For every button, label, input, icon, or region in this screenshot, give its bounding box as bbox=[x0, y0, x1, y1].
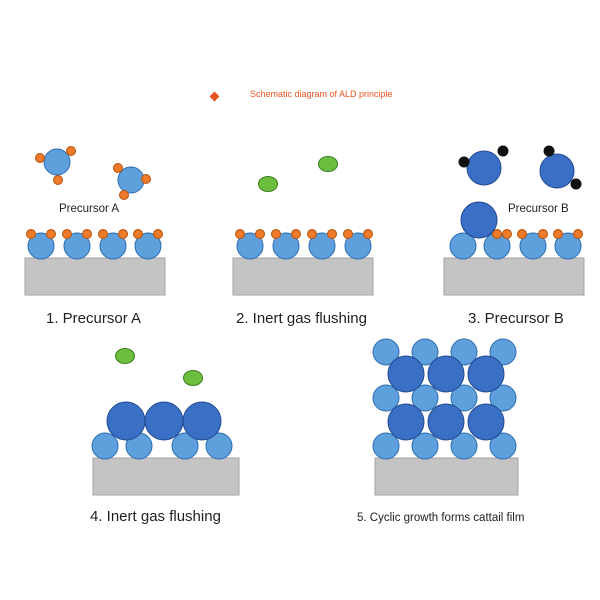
substrate-atom bbox=[411, 432, 439, 460]
inert-gas-molecule bbox=[115, 348, 135, 364]
inert-gas-molecule bbox=[258, 176, 278, 192]
ligand-a bbox=[133, 229, 143, 239]
substrate-atom bbox=[489, 338, 517, 366]
deposited-atom bbox=[467, 355, 505, 393]
step-4-caption: 4. Inert gas flushing bbox=[90, 508, 221, 525]
deposited-atom bbox=[182, 401, 222, 441]
substrate-atom bbox=[372, 338, 400, 366]
substrate-atom bbox=[450, 432, 478, 460]
ligand-a bbox=[118, 229, 128, 239]
ligand-a bbox=[153, 229, 163, 239]
ligand-a bbox=[307, 229, 317, 239]
substrate-atom bbox=[134, 232, 162, 260]
ligand-a bbox=[82, 229, 92, 239]
ligand-b bbox=[543, 145, 555, 157]
ligand-a bbox=[98, 229, 108, 239]
ligand-a bbox=[517, 229, 527, 239]
substrate-atom bbox=[27, 232, 55, 260]
substrate-atom bbox=[450, 384, 478, 412]
ligand-a bbox=[255, 229, 265, 239]
deposited-atom bbox=[387, 355, 425, 393]
deposited-atom bbox=[144, 401, 184, 441]
ligand-a bbox=[502, 229, 512, 239]
ligand-a bbox=[343, 229, 353, 239]
ligand-a bbox=[141, 174, 151, 184]
substrate-atom bbox=[308, 232, 336, 260]
substrate-atom bbox=[205, 432, 233, 460]
substrate-atom bbox=[91, 432, 119, 460]
substrate-atom bbox=[372, 432, 400, 460]
substrate-atom bbox=[519, 232, 547, 260]
ligand-a bbox=[62, 229, 72, 239]
ligand-a bbox=[113, 163, 123, 173]
substrate-atom bbox=[99, 232, 127, 260]
substrate-atom bbox=[43, 148, 71, 176]
ligand-a bbox=[327, 229, 337, 239]
substrate-atom bbox=[63, 232, 91, 260]
substrate-atom bbox=[411, 338, 439, 366]
deposited-atom bbox=[460, 201, 498, 239]
substrate-atom bbox=[272, 232, 300, 260]
deposited-atom bbox=[106, 401, 146, 441]
substrate-atom bbox=[489, 384, 517, 412]
substrate-atom bbox=[489, 432, 517, 460]
substrate-atom bbox=[236, 232, 264, 260]
ligand-a bbox=[573, 229, 583, 239]
step-3-caption: 3. Precursor B bbox=[468, 310, 564, 327]
ligand-a bbox=[538, 229, 548, 239]
deposited-atom bbox=[539, 153, 575, 189]
ligand-a bbox=[235, 229, 245, 239]
ligand-a bbox=[492, 229, 502, 239]
substrate-atom bbox=[372, 384, 400, 412]
ligand-a bbox=[291, 229, 301, 239]
ligand-b bbox=[570, 178, 582, 190]
ligand-a bbox=[53, 175, 63, 185]
substrate-4 bbox=[92, 457, 240, 496]
substrate-atom bbox=[554, 232, 582, 260]
deposited-atom bbox=[427, 355, 465, 393]
precursor-b-label: Precursor B bbox=[508, 203, 569, 215]
ligand-a bbox=[363, 229, 373, 239]
ligand-a bbox=[66, 146, 76, 156]
deposited-atom bbox=[387, 403, 425, 441]
ligand-a bbox=[271, 229, 281, 239]
ligand-a bbox=[26, 229, 36, 239]
substrate-1 bbox=[24, 257, 166, 296]
ligand-b bbox=[497, 145, 509, 157]
ligand-b bbox=[458, 156, 470, 168]
substrate-atom bbox=[171, 432, 199, 460]
ligand-a bbox=[119, 190, 129, 200]
step-2-caption: 2. Inert gas flushing bbox=[236, 310, 367, 327]
substrate-atom bbox=[450, 338, 478, 366]
deposited-atom bbox=[466, 150, 502, 186]
step-5-caption: 5. Cyclic growth forms cattail film bbox=[357, 512, 525, 524]
substrate-atom bbox=[344, 232, 372, 260]
substrate-5 bbox=[374, 457, 519, 496]
substrate-2 bbox=[232, 257, 374, 296]
diagram-title: Schematic diagram of ALD principle bbox=[250, 89, 393, 99]
substrate-atom bbox=[449, 232, 477, 260]
ligand-a bbox=[46, 229, 56, 239]
deposited-atom bbox=[427, 403, 465, 441]
ligand-a bbox=[553, 229, 563, 239]
ligand-a bbox=[35, 153, 45, 163]
substrate-3 bbox=[443, 257, 585, 296]
deposited-atom bbox=[467, 403, 505, 441]
step-1-caption: 1. Precursor A bbox=[46, 310, 142, 327]
inert-gas-molecule bbox=[318, 156, 338, 172]
substrate-atom bbox=[411, 384, 439, 412]
precursor-a-label: Precursor A bbox=[59, 203, 120, 215]
inert-gas-molecule bbox=[183, 370, 203, 386]
